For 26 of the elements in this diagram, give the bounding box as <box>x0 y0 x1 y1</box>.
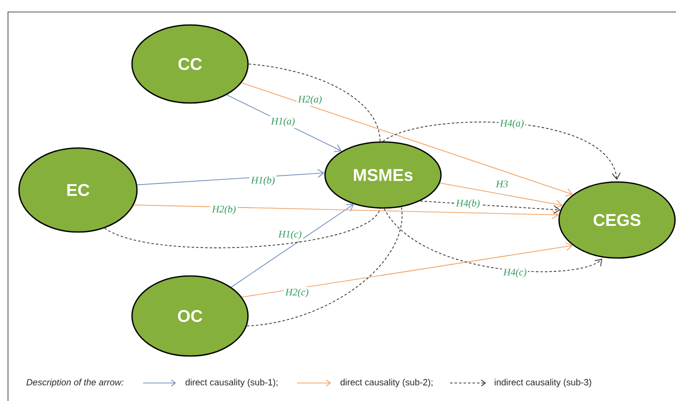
edge-label: H4(c) <box>502 266 528 280</box>
arrow <box>241 82 573 197</box>
ellipse-node: CEGS <box>558 181 676 259</box>
legend-text: direct causality (sub-1); <box>186 378 278 388</box>
edge-label: H4(a) <box>498 118 526 130</box>
arrow <box>440 182 563 209</box>
arrow <box>382 122 621 180</box>
legend-text: direct causality (sub-2); <box>340 378 432 388</box>
edge-label: H3 <box>494 179 510 189</box>
arrow <box>384 208 602 272</box>
edge-label: H2(c) <box>284 286 310 300</box>
arrow <box>242 242 573 298</box>
ellipse-node: CC <box>131 24 249 104</box>
ellipse-node: OC <box>131 275 249 357</box>
legend-text: indirect causality (sub-3) <box>494 378 592 388</box>
legend-title: Description of the arrow: <box>26 378 124 388</box>
ellipse-node: EC <box>18 147 138 233</box>
edge-label: H1(a) <box>270 116 296 128</box>
edge-label: H1(b) <box>250 174 276 188</box>
edge-label: H2(a) <box>296 94 324 106</box>
arrow <box>230 204 354 288</box>
ellipse-node: MSMEs <box>324 141 442 209</box>
edge-label: H2(b) <box>210 204 238 216</box>
edge-label: H4(b) <box>454 198 482 210</box>
edge-label: H1(c) <box>276 228 304 242</box>
arrow <box>133 204 559 220</box>
